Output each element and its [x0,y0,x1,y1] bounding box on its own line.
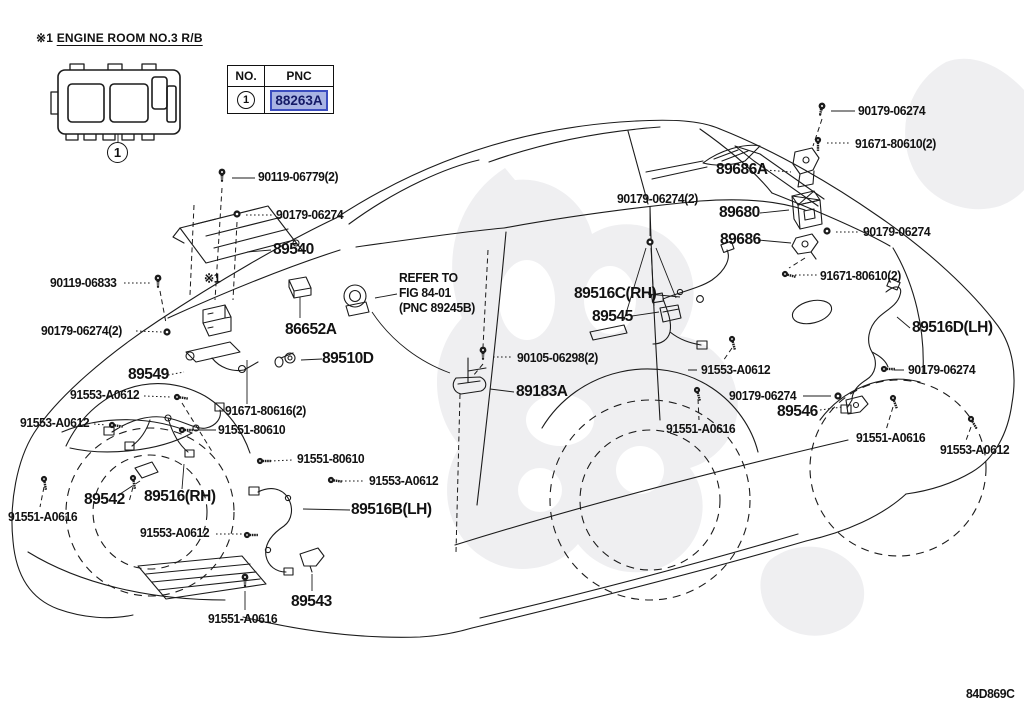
exploded-parts [103,144,902,576]
note-prefix: ※1 [36,31,54,45]
part-label: 90179-06274(2) [617,192,698,206]
dashed-construction-lines [39,118,972,553]
part-label: 91551-A0616 [8,510,78,524]
pnc-table-no-cell: 1 [227,86,265,114]
part-label: 90179-06274 [276,208,344,222]
note-title: ENGINE ROOM NO.3 R/B [56,31,203,45]
part-label: 91553-A0612 [940,443,1010,457]
part-label: 91553-A0612 [70,388,140,402]
refer-note-line2: FIG 84-01 [399,286,451,300]
part-label: 91551-A0616 [666,422,736,436]
part-label: 89686 [720,231,761,248]
part-label: 89540 [273,241,314,258]
relay-box-callout: 1 [107,142,128,163]
part-label: 91553-A0612 [369,474,439,488]
part-label: 90179-06274(2) [41,324,122,338]
part-label: 91551-A0616 [856,431,926,445]
part-label: 89510D [322,350,374,367]
part-label: 89516(RH) [144,488,216,505]
part-label: ※1 [204,271,221,286]
part-label: 89686A [716,161,768,178]
part-label: 91671-80616(2) [225,404,306,418]
part-label: 90179-06274 [908,363,976,377]
part-label: 89680 [719,204,760,221]
part-label: 89543 [291,593,332,610]
part-label: 89516B(LH) [351,501,432,518]
pnc-table: NO. PNC 1 88263A [227,65,334,114]
pnc-table-pnc-cell: 88263A [264,86,334,114]
part-label: 89546 [777,403,818,420]
part-label: 91671-80610(2) [820,269,901,283]
part-label: 91671-80610(2) [855,137,936,151]
part-label: 89516C(RH) [574,285,657,302]
part-label: 90179-06274 [729,389,797,403]
refer-note: REFER TO FIG 84-01 (PNC 89245B) [399,271,475,316]
part-label: 91553-A0612 [701,363,771,377]
part-label: 90179-06274 [863,225,931,239]
part-label: 89545 [592,308,633,325]
relay-box-drawing [50,63,181,141]
part-label: 91551-A0616 [208,612,278,626]
diagram-note: ※1 ENGINE ROOM NO.3 R/B [36,31,203,45]
part-label: 89542 [84,491,125,508]
part-label: 90105-06298(2) [517,351,598,365]
part-label: 91553-A0612 [20,416,90,430]
part-label: 91551-80610 [218,423,286,437]
part-label: 89516D(LH) [912,319,993,336]
leader-lines [117,110,911,610]
part-label: 90119-06833 [50,276,117,290]
pnc-table-no-header: NO. [227,65,265,87]
refer-note-line3: (PNC 89245B) [399,301,476,315]
part-label: 91551-80610 [297,452,365,466]
part-label: 89183A [516,383,568,400]
wheel-circles [65,379,987,601]
part-label: 86652A [285,321,337,338]
refer-note-line1: REFER TO [399,271,458,285]
pnc-table-pnc-header: PNC [264,65,334,87]
selected-pnc-value[interactable]: 88263A [270,89,328,111]
watermark [436,58,1024,636]
part-label: 90119-06779(2) [258,170,339,184]
part-label: 90179-06274 [858,104,926,118]
part-label: 84D869C [966,687,1015,701]
dotted-leader-lines [93,142,859,535]
circled-number: 1 [237,91,255,109]
part-label: 89549 [128,366,169,383]
part-label: 91553-A0612 [140,526,210,540]
